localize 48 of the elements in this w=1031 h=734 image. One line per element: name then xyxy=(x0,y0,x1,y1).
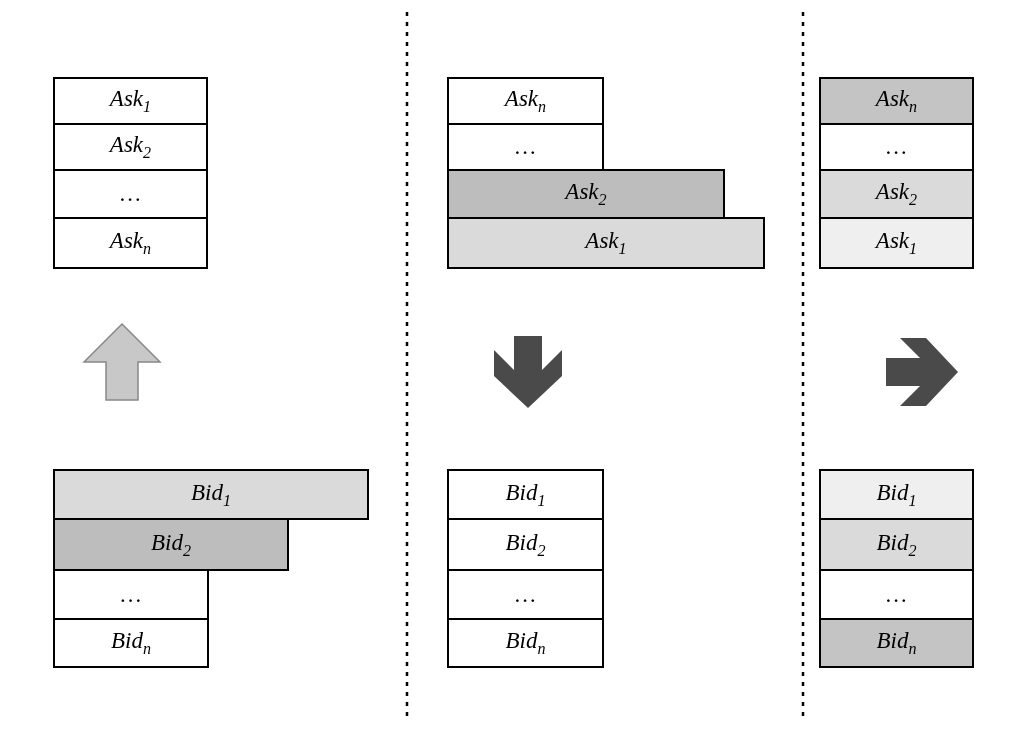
order-row xyxy=(447,77,604,125)
order-label: Ask$_{1}$ xyxy=(585,228,627,258)
order-row xyxy=(819,518,974,571)
order-label: Ask$_{2}$ xyxy=(875,179,918,209)
order-row xyxy=(819,618,974,668)
order-label: Bid$_{n}$ xyxy=(876,628,917,658)
order-row xyxy=(819,469,974,520)
order-label: Bid$_{2}$ xyxy=(505,529,546,560)
order-row xyxy=(447,518,604,571)
order-row xyxy=(53,469,369,520)
order-row xyxy=(53,169,208,219)
order-label: … xyxy=(515,581,536,608)
order-row xyxy=(447,469,604,520)
order-label: Ask$_{2}$ xyxy=(565,179,607,209)
order-row xyxy=(53,77,208,125)
order-row xyxy=(53,518,289,571)
order-row xyxy=(53,569,209,620)
order-label: Ask$_{n}$ xyxy=(109,228,152,258)
order-label: Ask$_{n}$ xyxy=(875,86,918,116)
order-label: Ask$_{n}$ xyxy=(504,86,547,116)
order-row xyxy=(447,123,604,171)
order-label: … xyxy=(120,581,142,608)
order-label: Bid$_{n}$ xyxy=(111,628,151,658)
order-label: Ask$_{1}$ xyxy=(875,228,918,258)
order-row xyxy=(53,123,208,171)
order-label: Bid$_{1}$ xyxy=(505,479,546,510)
order-row xyxy=(819,217,974,269)
order-row xyxy=(53,618,209,668)
order-label: Bid$_{2}$ xyxy=(151,529,191,560)
order-label: … xyxy=(515,134,536,160)
order-label: … xyxy=(886,581,907,608)
order-label: Ask$_{2}$ xyxy=(109,132,152,162)
order-row xyxy=(53,217,208,269)
order-row xyxy=(819,77,974,125)
order-row xyxy=(819,169,974,219)
order-label: Bid$_{1}$ xyxy=(191,479,231,510)
order-label: … xyxy=(120,181,141,207)
order-label: Bid$_{n}$ xyxy=(505,628,546,658)
order-label: Ask$_{1}$ xyxy=(109,86,152,116)
order-row xyxy=(447,217,765,269)
order-label: Bid$_{2}$ xyxy=(876,529,917,560)
order-row xyxy=(819,569,974,620)
order-row xyxy=(447,569,604,620)
order-label: … xyxy=(886,134,907,160)
order-row xyxy=(447,618,604,668)
order-row xyxy=(447,169,725,219)
order-row xyxy=(819,123,974,171)
order-label: Bid$_{1}$ xyxy=(876,479,917,510)
